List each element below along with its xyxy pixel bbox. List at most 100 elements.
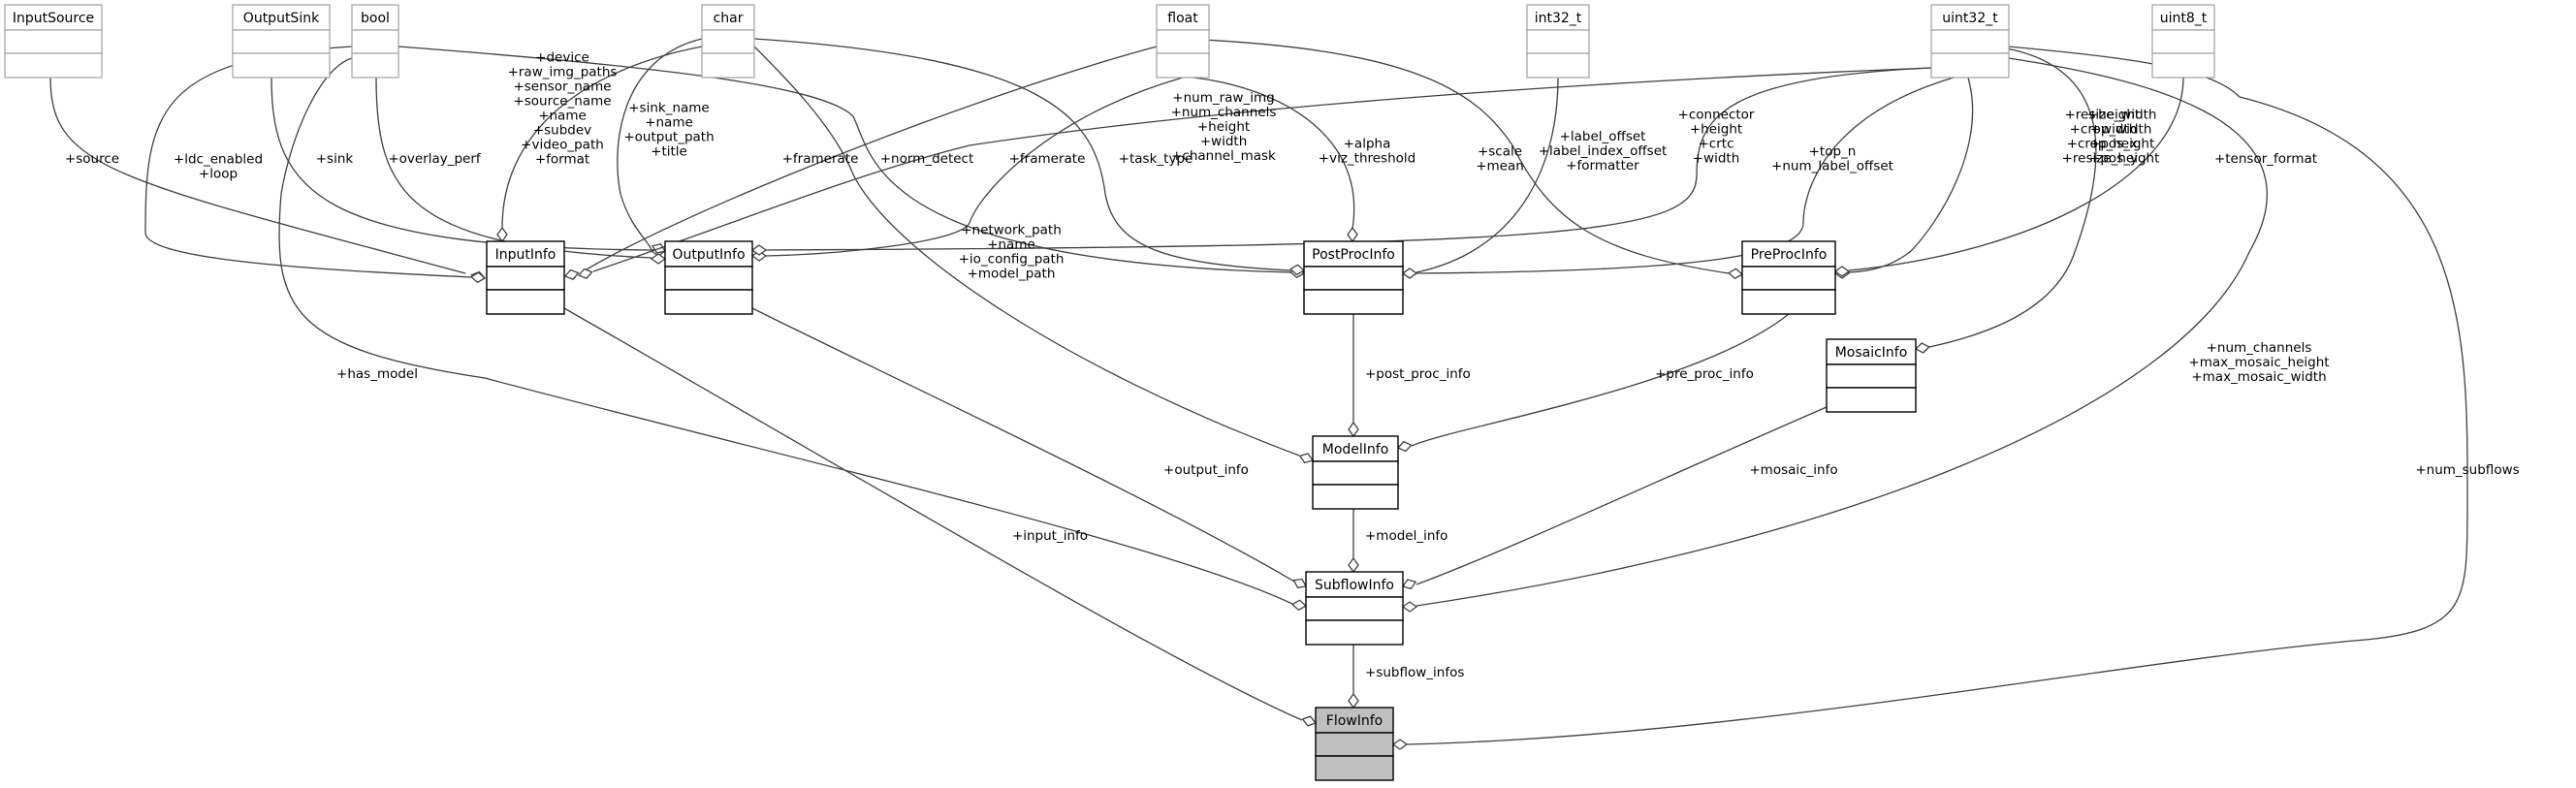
class-methods-compartment <box>1312 484 1399 510</box>
class-name-label: SubflowInfo <box>1315 578 1394 593</box>
edge-label-uint8-t-to-preprocinfo: +tensor_format <box>2214 151 2317 167</box>
edge-label-modelinfo-to-subflowinfo: +model_info <box>1365 528 1447 544</box>
edge-label-line: +subflow_infos <box>1365 665 1464 680</box>
edge-inputinfo-to-flowinfo <box>563 307 1303 721</box>
edge-uint32-t-to-flowinfo <box>1406 46 2468 745</box>
class-attributes-compartment <box>486 266 565 291</box>
aggregation-diamond <box>577 268 593 279</box>
class-box-outputinfo[interactable]: OutputInfo <box>664 240 753 315</box>
labels-layer: +source+ldc_enabled+loop+sink+overlay_pe… <box>65 50 2520 681</box>
edge-label-line: +io_config_path <box>959 252 1065 268</box>
edge-label-subflowinfo-to-flowinfo: +subflow_infos <box>1365 665 1464 680</box>
class-methods-compartment <box>1156 52 1210 79</box>
class-box-inputinfo[interactable]: InputInfo <box>486 240 565 315</box>
class-attributes-compartment <box>1312 460 1399 486</box>
edge-label-line: +sink_name <box>628 101 710 116</box>
aggregation-diamond <box>1401 601 1418 613</box>
class-attributes-compartment <box>232 29 331 54</box>
class-name-label: int32_t <box>1535 11 1582 26</box>
edge-label-char-to-modelinfo: +network_path+name+io_config_path+model_… <box>959 223 1065 282</box>
aggregation-diamond <box>650 253 667 265</box>
class-methods-compartment <box>351 52 399 79</box>
class-methods-compartment <box>2151 52 2215 79</box>
edge-label-line: +framerate <box>782 151 859 167</box>
edge-char-to-inputinfo <box>501 46 703 229</box>
edge-label-line: +raw_img_paths <box>508 65 618 80</box>
edge-label-line: +formatter <box>1566 158 1639 173</box>
edge-uint8-t-to-preprocinfo <box>1848 77 2184 271</box>
aggregation-diamond <box>469 271 487 284</box>
class-methods-compartment <box>1315 755 1394 781</box>
aggregation-diamond <box>750 244 768 256</box>
class-name-label: PostProcInfo <box>1312 247 1395 263</box>
class-attributes-compartment <box>1826 363 1917 389</box>
class-name-compartment <box>1303 240 1404 268</box>
class-name-label: bool <box>361 11 390 26</box>
class-box-uint8-t[interactable]: uint8_t <box>2151 4 2215 79</box>
class-box-postprocinfo[interactable]: PostProcInfo <box>1303 240 1404 315</box>
class-box-bool[interactable]: bool <box>351 4 399 79</box>
edge-label-outputinfo-to-subflowinfo: +output_info <box>1163 462 1249 478</box>
edge-label-line: +post_proc_info <box>1365 366 1471 382</box>
class-methods-compartment <box>486 289 565 315</box>
class-box-subflowinfo[interactable]: SubflowInfo <box>1305 571 1404 646</box>
aggregation-diamond <box>1401 268 1418 279</box>
edge-label-line: +pos_x <box>2089 137 2138 152</box>
edge-label-line: +max_mosaic_width <box>2191 369 2326 385</box>
class-box-float[interactable]: float <box>1156 4 1210 79</box>
class-methods-compartment <box>1741 289 1836 315</box>
class-name-label: float <box>1167 11 1198 26</box>
class-name-label: PreProcInfo <box>1751 247 1828 263</box>
edge-label-line: +norm_detect <box>880 151 974 167</box>
edges-layer <box>49 38 2468 750</box>
aggregation-diamond <box>1348 692 1359 709</box>
edge-label-line: +subdev <box>533 123 591 139</box>
class-box-char[interactable]: char <box>701 4 755 79</box>
class-box-outputsink[interactable]: OutputSink <box>232 4 331 79</box>
edge-inputsource-to-inputinfo <box>49 77 466 274</box>
edge-label-line: +ldc_enabled <box>174 152 263 168</box>
edge-label-line: +width <box>2090 122 2138 138</box>
edge-label-line: +num_channels <box>1171 105 1277 120</box>
aggregation-diamond <box>1347 226 1358 243</box>
edge-mosaicinfo-to-subflowinfo <box>1415 406 1828 585</box>
edge-label-bool-to-inputinfo: +ldc_enabled+loop <box>174 152 263 182</box>
edge-bool-to-subflowinfo <box>278 57 1293 605</box>
aggregation-diamond <box>1727 268 1744 280</box>
edge-label-line: +max_mosaic_height <box>2188 355 2329 370</box>
edge-char-to-postprocinfo <box>753 38 1291 271</box>
class-name-compartment <box>4 4 103 31</box>
class-box-preprocinfo[interactable]: PreProcInfo <box>1741 240 1836 315</box>
class-methods-compartment <box>1303 289 1404 315</box>
edge-label-preprocinfo-to-modelinfo: +pre_proc_info <box>1655 366 1754 382</box>
nodes-layer: InputSource OutputSink bool char float int32_… <box>4 4 2215 781</box>
edge-int32-t-to-postprocinfo <box>1415 77 1559 273</box>
aggregation-diamond <box>496 226 508 243</box>
edge-bool-to-inputinfo <box>144 46 472 278</box>
edge-outputinfo-to-subflowinfo <box>751 307 1295 583</box>
class-box-mosaicinfo[interactable]: MosaicInfo <box>1826 338 1917 413</box>
edge-label-line: +framerate <box>1009 151 1086 167</box>
class-box-int32-t[interactable]: int32_t <box>1526 4 1590 79</box>
class-box-uint32-t[interactable]: uint32_t <box>1930 4 2010 79</box>
class-name-label: FlowInfo <box>1326 713 1383 729</box>
edge-label-line: +crtc <box>1699 137 1734 152</box>
class-name-label: char <box>714 11 744 26</box>
class-box-inputsource[interactable]: InputSource <box>4 4 103 79</box>
edge-label-line: +model_info <box>1365 528 1447 544</box>
edge-label-line: +sink <box>316 151 354 167</box>
edge-label-bool-to-subflowinfo: +has_model <box>336 366 418 382</box>
class-name-label: MosaicInfo <box>1835 345 1908 361</box>
class-name-label: OutputInfo <box>672 247 745 263</box>
edge-label-line: +model_path <box>968 267 1056 282</box>
edge-label-float-to-postprocinfo: +alpha+viz_threshold <box>1319 137 1415 167</box>
edge-char-to-outputinfo <box>617 38 703 251</box>
edge-label-float-to-inputinfo: +framerate <box>782 151 859 167</box>
class-name-compartment <box>701 4 755 31</box>
edge-label-line: +width <box>1693 151 1740 167</box>
class-box-modelinfo[interactable]: ModelInfo <box>1312 435 1399 510</box>
class-box-flowinfo[interactable]: FlowInfo <box>1315 707 1394 781</box>
class-attributes-compartment <box>2151 29 2215 54</box>
class-methods-compartment <box>1526 52 1590 79</box>
